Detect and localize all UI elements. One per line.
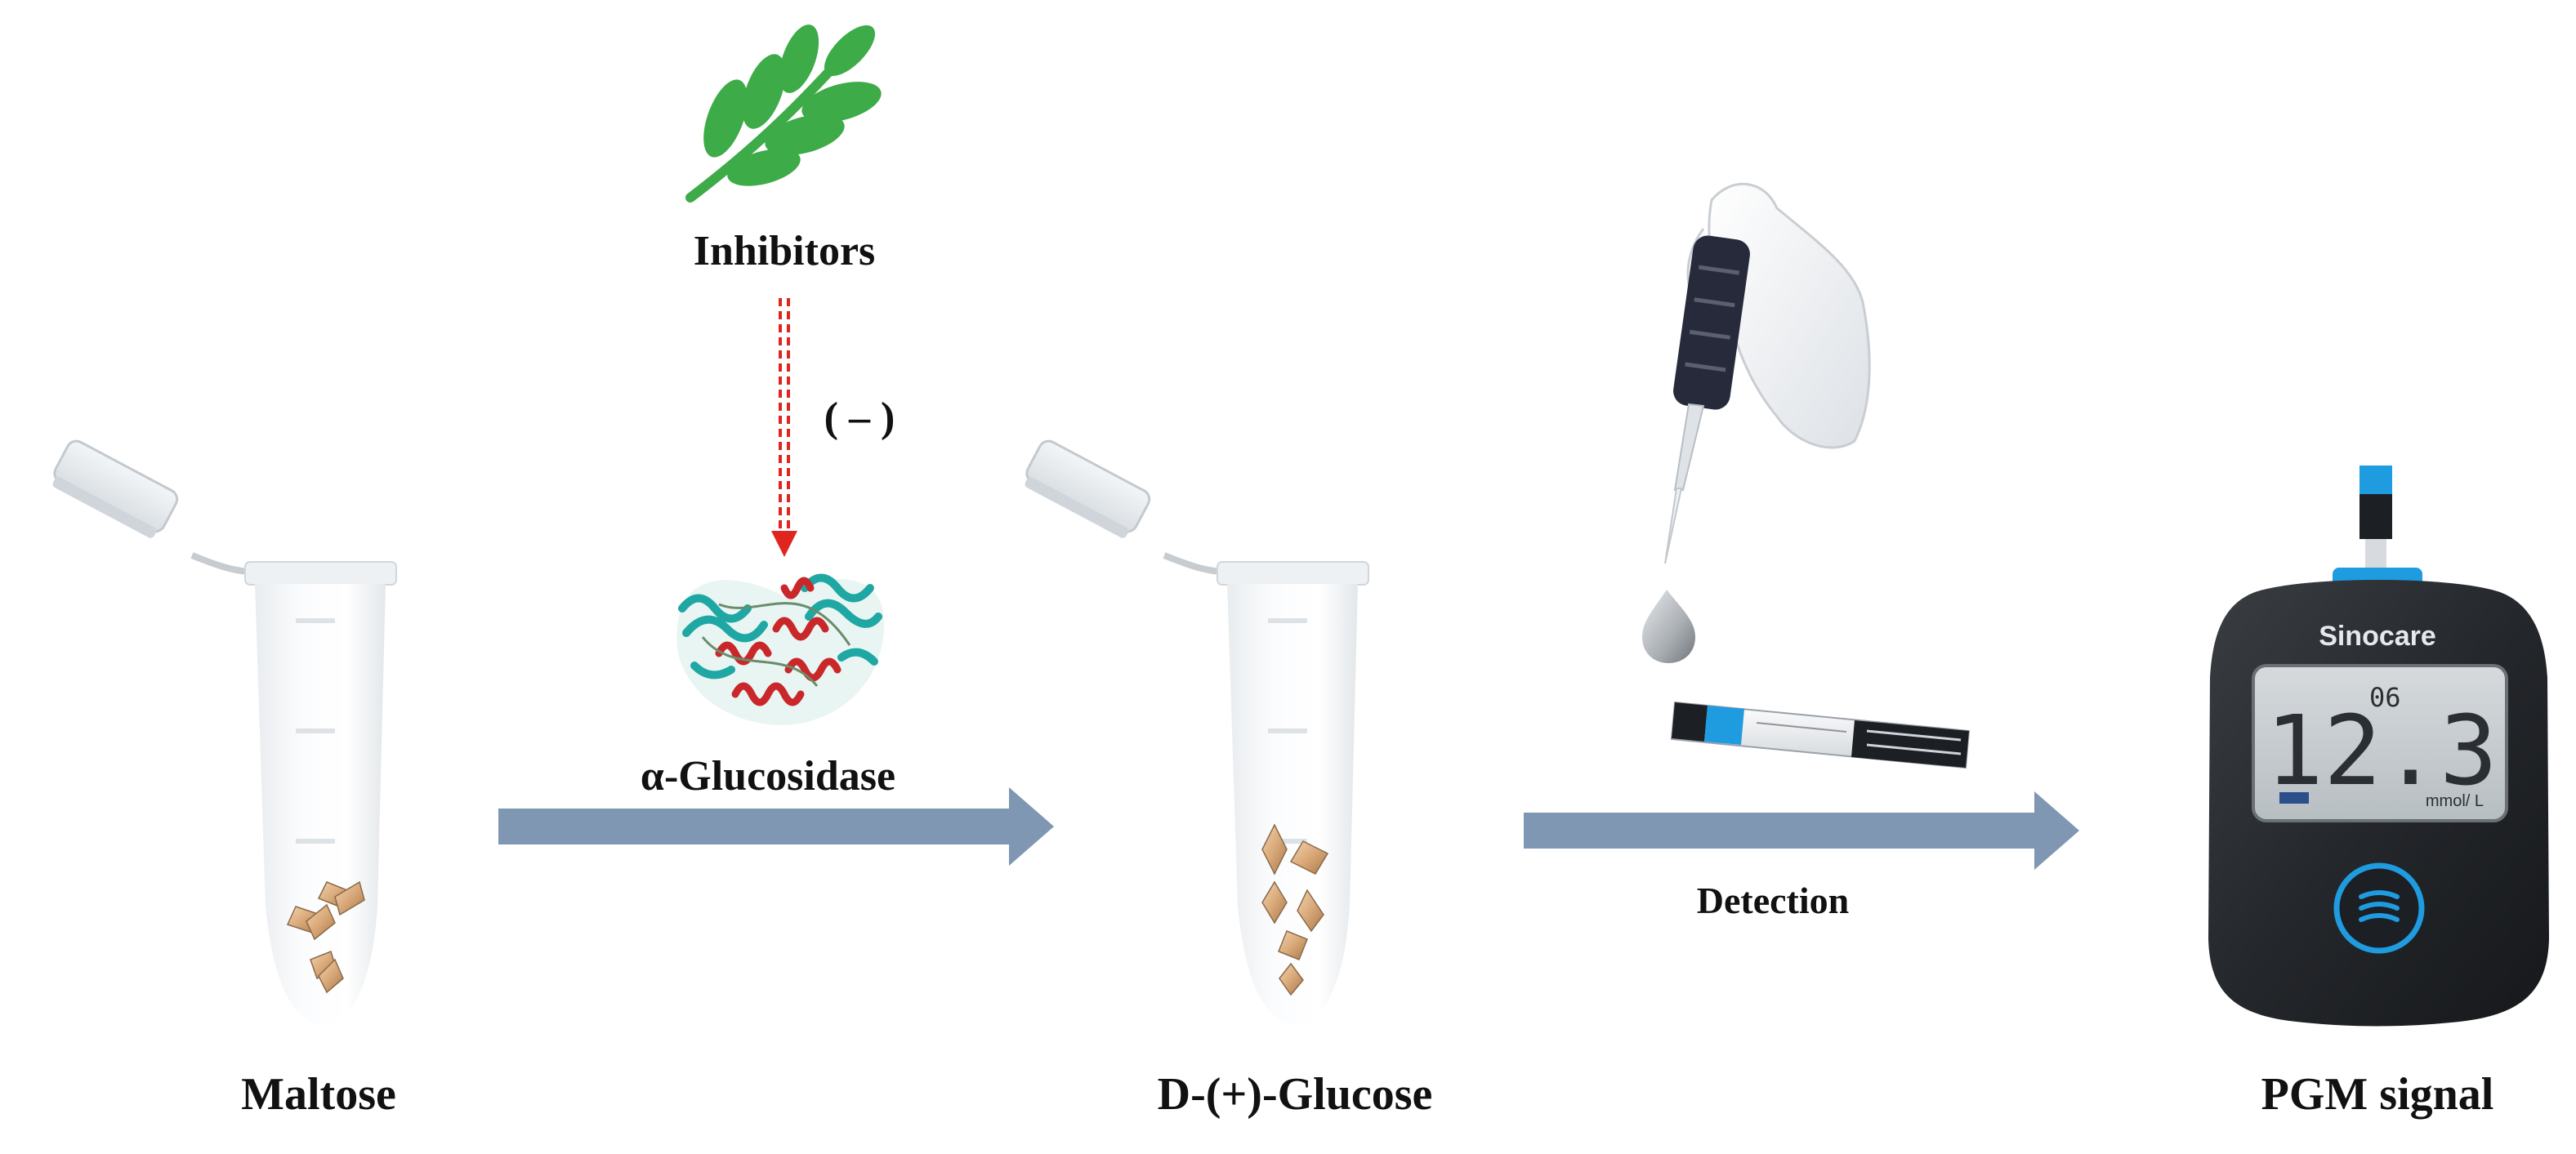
- meter-units: mmol/ L: [2426, 792, 2484, 810]
- blood-drop: [1642, 590, 1695, 663]
- microcentrifuge-tube-icon: [52, 439, 397, 1025]
- meter-screen: [2252, 664, 2508, 822]
- substrate-label: Maltose: [241, 1069, 396, 1120]
- maltose-crystals: [286, 880, 365, 994]
- detection-arrow: [1524, 791, 2079, 870]
- readout-label: PGM signal: [2261, 1069, 2494, 1120]
- glucose-crystals: [1261, 823, 1329, 996]
- meter-reading: 12.3: [2266, 694, 2498, 807]
- inhibition-arrow: [771, 298, 797, 557]
- protein-structure-icon: [676, 573, 884, 725]
- leaf-sprig-icon: [685, 25, 882, 203]
- inhibitors-label: Inhibitors: [693, 228, 876, 274]
- inhibition-sign: ( – ): [824, 394, 895, 441]
- reaction-arrow: [498, 787, 1054, 866]
- glucose-meter-icon: Sinocare 06 12.3 mmol/ L: [2208, 466, 2549, 1027]
- hand-pipette-icon: [1664, 182, 1871, 564]
- meter-button[interactable]: [2333, 862, 2425, 954]
- meter-brand: Sinocare: [2319, 621, 2436, 652]
- meter-memory: 06: [2369, 682, 2401, 713]
- microcentrifuge-tube-icon: [1025, 439, 1369, 1025]
- product-label: D-(+)-Glucose: [1157, 1069, 1433, 1120]
- enzyme-label: α-Glucosidase: [640, 753, 896, 800]
- test-strip-icon: [1670, 701, 1971, 769]
- meter-strip: [2359, 466, 2392, 576]
- detection-label: Detection: [1696, 880, 1850, 921]
